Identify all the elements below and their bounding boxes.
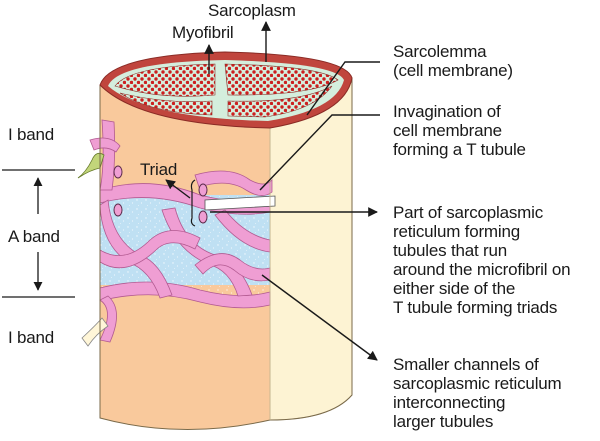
lower-tubule-stub [81, 317, 109, 347]
myofibril-label: Myofibril [172, 23, 234, 42]
sarcoplasmic-reticulum-network [89, 119, 273, 343]
cylinder-outline [99, 78, 353, 430]
i-band-top-label: I band [8, 125, 55, 144]
band-markers [2, 169, 75, 298]
t-tubule-invagination-label: Invagination of cell membrane forming a … [393, 102, 526, 159]
cylinder-right-side [269, 76, 353, 421]
sr-tubules-label: Part of sarcoplasmic reticulum forming t… [393, 203, 571, 317]
pointer-lines [165, 21, 380, 361]
triad-tubule-ends [113, 165, 208, 224]
t-tubule [204, 195, 276, 211]
sarcoplasm-label: Sarcoplasm [208, 1, 296, 20]
i-band-bottom-label: I band [8, 328, 55, 347]
sarcolemma-label: Sarcolemma (cell membrane) [393, 42, 513, 80]
myofibril-bundles [114, 63, 339, 118]
smaller-channels-label: Smaller channels of sarcoplasmic reticul… [393, 355, 562, 431]
triad-label: Triad [140, 160, 178, 179]
terminal-cisterna [77, 152, 105, 179]
i-band-bottom-region [100, 285, 270, 430]
a-band-label: A band [8, 227, 60, 246]
